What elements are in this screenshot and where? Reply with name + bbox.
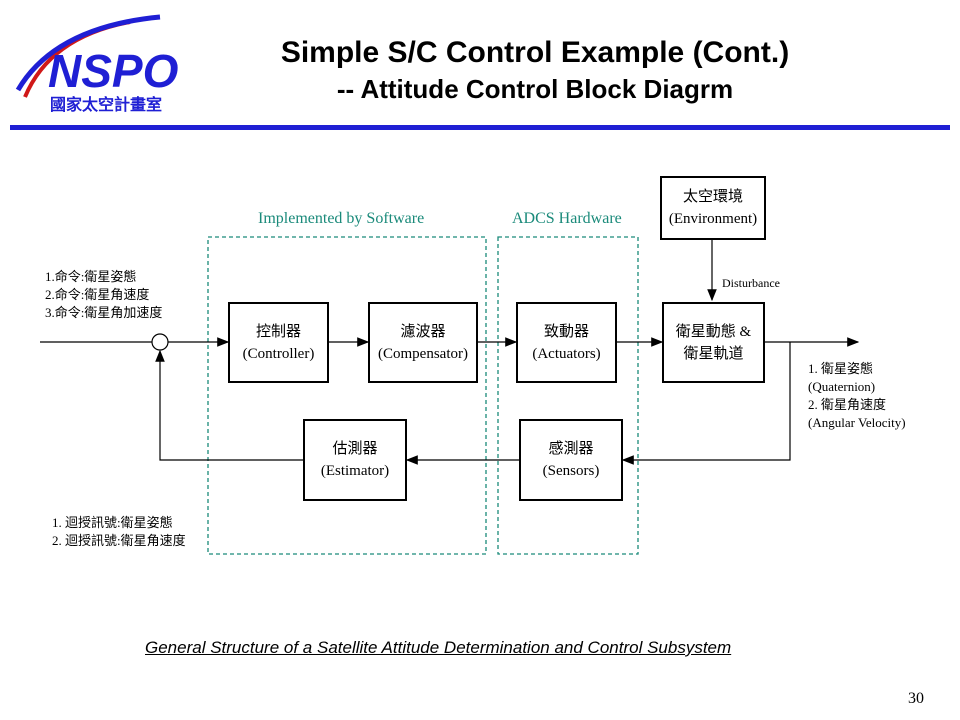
controller-label-zh: 控制器: [255, 323, 301, 340]
summing-junction: [151, 333, 169, 351]
estimator-block: 估測器 (Estimator): [303, 419, 407, 501]
output-labels: 1. 衛星姿態 (Quaternion) 2. 衛星角速度 (Angular V…: [808, 360, 906, 432]
page-number: 30: [908, 690, 924, 707]
disturbance-label: Disturbance: [722, 276, 780, 290]
sensors-label-en: (Sensors): [542, 463, 600, 479]
dynamics-block: 衛星動態 & 衛星軌道: [662, 302, 765, 383]
estimator-label-zh: 估測器: [332, 441, 378, 457]
feedback-1: 1. 迴授訊號:衛星姿態: [52, 515, 173, 530]
output-2: 2. 衛星角速度: [808, 397, 887, 412]
actuators-label-zh: 致動器: [543, 323, 589, 340]
controller-block: 控制器 (Controller): [228, 302, 329, 383]
command-2: 2.命令:衛星角速度: [45, 287, 150, 302]
environment-label-zh: 太空環境: [682, 189, 743, 205]
logo-subtitle: 國家太空計畫室: [50, 95, 162, 114]
software-zone-label: Implemented by Software: [258, 210, 425, 227]
hardware-zone-label: ADCS Hardware: [512, 210, 622, 227]
logo-swoosh-blue: [15, 14, 161, 92]
sensors-label-zh: 感測器: [548, 441, 594, 457]
feedback-2: 2. 迴授訊號:衛星角速度: [52, 533, 186, 548]
output-2-en: (Angular Velocity): [808, 415, 906, 430]
slide-title: Simple S/C Control Example (Cont.): [280, 36, 790, 69]
compensator-label-zh: 濾波器: [400, 323, 446, 340]
command-3: 3.命令:衛星角加速度: [45, 305, 163, 320]
estimator-to-sum-arrow: [155, 349, 303, 461]
software-zone: [207, 236, 487, 555]
sensors-block: 感測器 (Sensors): [519, 419, 623, 501]
slide-subtitle: -- Attitude Control Block Diagrm: [336, 74, 734, 104]
dynamics-label-line1: 衛星動態 &: [675, 323, 752, 340]
actuators-block: 致動器 (Actuators): [516, 302, 617, 383]
nspo-logo: NSPO 國家太空計畫室: [15, 14, 179, 114]
controller-label-en: (Controller): [242, 345, 315, 362]
output-1: 1. 衛星姿態: [808, 361, 874, 376]
estimator-label-en: (Estimator): [320, 463, 390, 479]
output-1-en: (Quaternion): [808, 379, 876, 394]
command-1: 1.命令:衛星姿態: [45, 269, 137, 284]
feedback-to-sensors-arrow: [621, 342, 791, 465]
compensator-block: 濾波器 (Compensator): [368, 302, 478, 383]
hardware-zone: [497, 236, 639, 555]
compensator-label-en: (Compensator): [378, 345, 468, 362]
environment-label-en: (Environment): [668, 211, 758, 227]
dynamics-label-line2: 衛星軌道: [683, 345, 744, 362]
figure-caption: General Structure of a Satellite Attitud…: [145, 638, 732, 657]
logo-wordmark: NSPO: [48, 45, 179, 97]
environment-block: 太空環境 (Environment): [660, 176, 766, 240]
title-divider: [10, 125, 950, 130]
feedback-labels: 1. 迴授訊號:衛星姿態 2. 迴授訊號:衛星角速度: [52, 514, 186, 550]
command-labels: 1.命令:衛星姿態 2.命令:衛星角速度 3.命令:衛星角加速度: [45, 268, 162, 322]
actuators-label-en: (Actuators): [532, 345, 601, 362]
